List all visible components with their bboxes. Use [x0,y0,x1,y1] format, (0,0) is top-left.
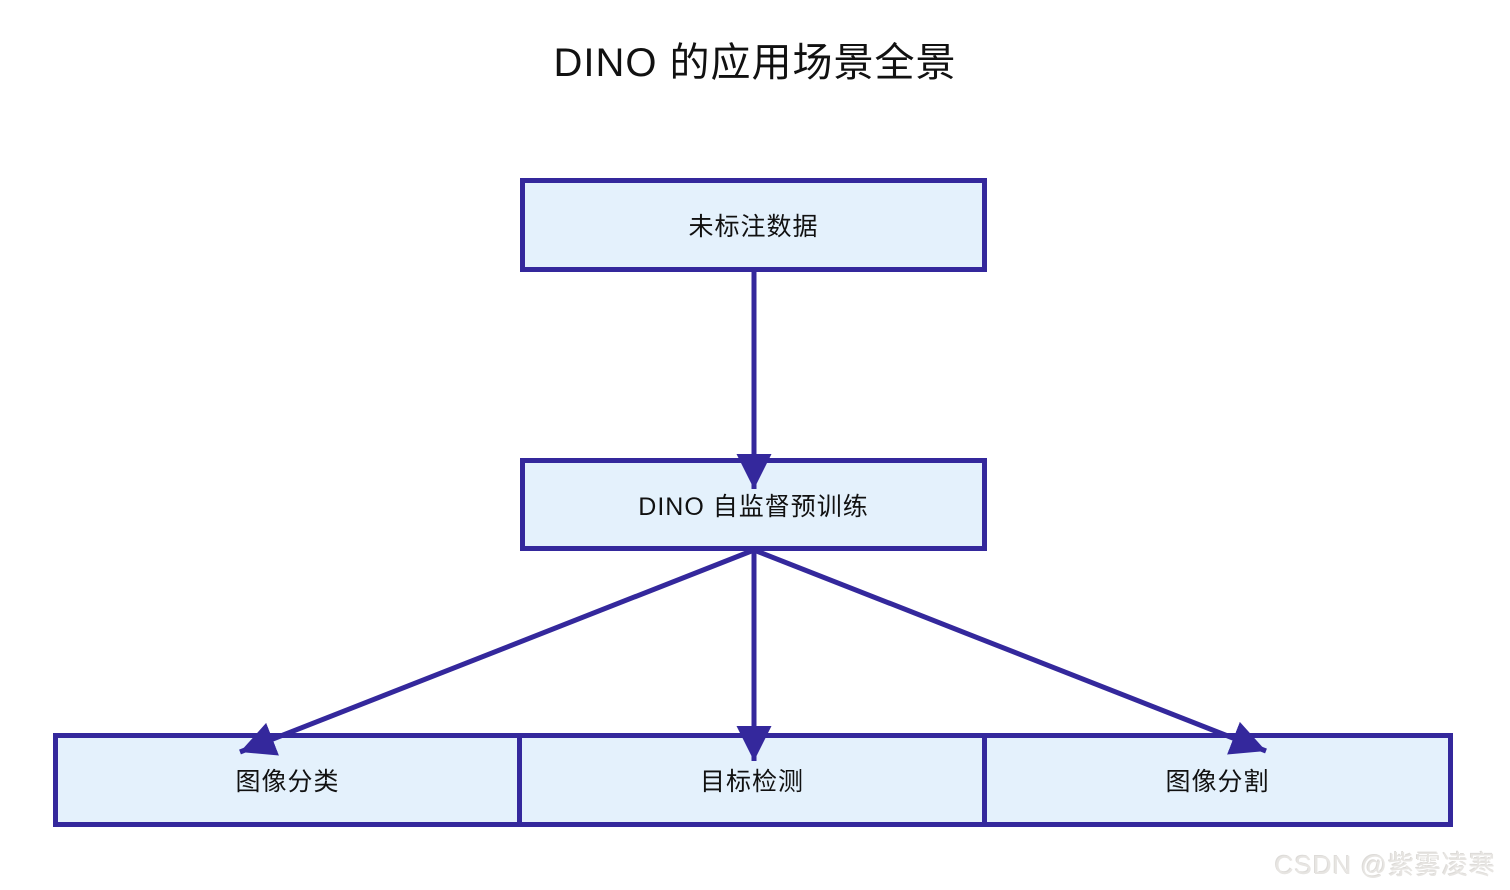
node-image-segmentation: 图像分割 [982,733,1453,827]
edge-pretrain-to-segmentation-arrow [753,547,1267,755]
node-dino-pretrain: DINO 自监督预训练 [520,458,987,551]
node-unlabeled-data: 未标注数据 [520,178,987,272]
node-object-detection: 目标检测 [517,733,987,827]
node-image-classification: 图像分类 [53,733,522,827]
diagram-title: DINO 的应用场景全景 [553,41,957,85]
csdn-watermark: CSDN @紫雾凌寒 [1274,850,1496,880]
edge-pretrain-to-classification-arrow [239,547,755,756]
